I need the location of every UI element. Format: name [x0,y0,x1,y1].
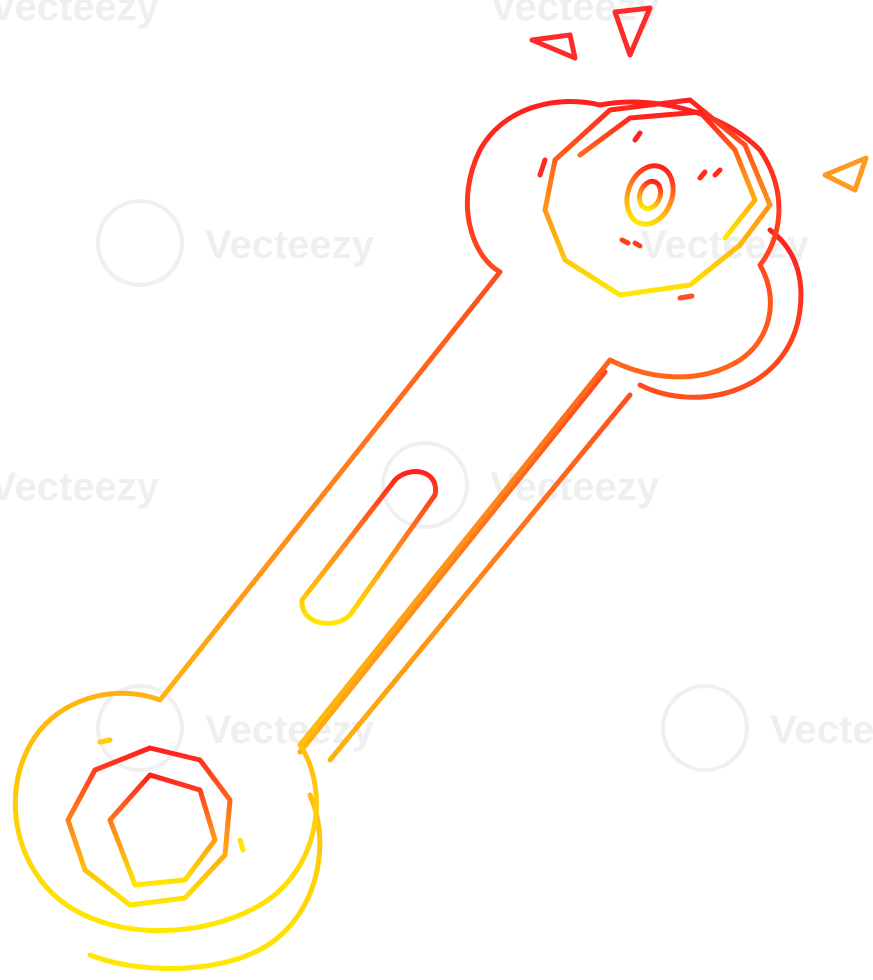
watermark-text: Vecteezy [205,708,375,752]
vecteezy-logo-icon [96,684,184,772]
accent-marks [97,130,723,853]
watermark-text: Vecteezy [0,465,160,509]
vecteezy-logo-icon [96,199,184,287]
handle-slot [299,469,438,626]
upper-nut-hole-inner [636,178,664,212]
watermark-text: Vecteezy [0,0,160,29]
lower-nut-inner [107,772,218,888]
wrench-drawing [12,97,804,971]
upper-nut-inner [577,109,758,241]
spark-icon [612,5,653,58]
watermark-text: Vecteezy [770,708,873,752]
upper-nut [542,97,773,298]
spark-icon [822,155,869,193]
watermark-text: Vecteezy [490,0,660,29]
vecteezy-logo-icon [381,441,469,529]
wrench-body-outline [12,98,782,934]
upper-nut-hole [624,163,676,227]
impact-sparks [529,5,869,193]
vecteezy-logo-icon [661,684,749,772]
wrench-shadow-outline [87,227,804,971]
watermark-layer: Vecteezy Vecteezy Vecteezy Vecteezy Vect… [0,0,873,772]
spark-icon [529,32,578,61]
watermark-text: Vecteezy [205,223,375,267]
lower-nut [65,745,233,908]
